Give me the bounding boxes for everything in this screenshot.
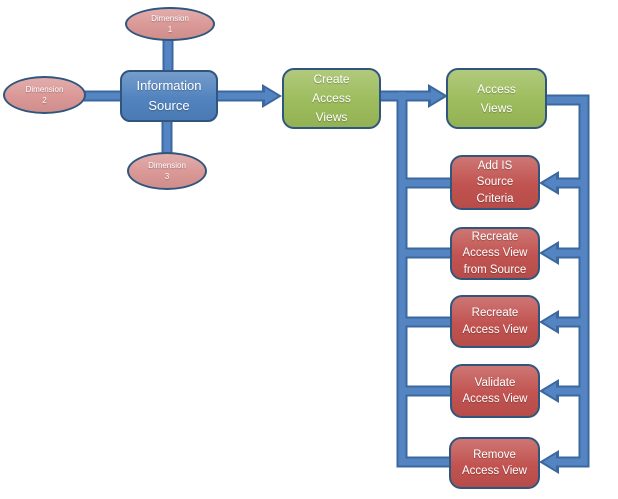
node-validate-access-view: Validate Access View [450,364,540,418]
node-label-line: from Source [463,263,527,276]
node-label-line: Create [313,72,350,86]
node-access-views: Access Views [446,68,547,129]
node-remove-access-view: Remove Access View [449,437,540,489]
node-recreate-access-view: Recreate Access View [450,295,540,348]
node-add-is-source-criteria: Add IS Source Criteria [450,155,540,210]
node-label-line: Source [148,98,190,113]
arrowhead-icon [543,314,556,330]
node-dimension-3: Dimension 3 [127,152,207,190]
node-label-line: Criteria [476,192,514,205]
node-recreate-access-view-from-source: Recreate Access View from Source [450,227,540,280]
node-create-access-views: Create Access Views [282,68,381,129]
arrowhead-icon [543,454,556,470]
arrowhead-icon [543,245,556,261]
node-label-line: Access View [462,465,527,477]
node-dimension-2: Dimension 2 [3,76,86,114]
node-label-line: Access View [462,393,528,405]
node-label-line: Dimension [25,85,64,94]
node-label-line: Information [136,78,202,93]
arrowhead-fills [265,88,556,470]
node-label-line: Remove [473,448,516,461]
node-label-line: Add IS [477,159,513,172]
node-label-line: Access [312,91,351,105]
node-label-line: Validate [474,376,516,389]
node-label-line: 1 [167,25,173,34]
arrowhead-icon [543,383,556,399]
node-label-line: Access View [462,323,528,336]
node-dimension-1: Dimension 1 [125,7,215,41]
node-label-line: Recreate [471,230,519,243]
node-label-line: Recreate [471,307,519,319]
node-information-source: Information Source [120,70,218,122]
node-label-line: Access View [462,247,528,260]
node-label-line: Source [476,176,514,189]
arrowhead-icon [431,88,444,104]
node-label-line: Views [480,100,513,115]
node-label-line: 2 [42,96,47,105]
arrowhead-icon [543,175,556,191]
node-label-line: Dimension [148,161,186,170]
node-label-line: Dimension [151,14,189,23]
arrowhead-icon [265,88,278,104]
node-label-line: Access [477,81,516,96]
node-label-line: Views [315,110,348,124]
node-label-line: 3 [164,172,170,181]
